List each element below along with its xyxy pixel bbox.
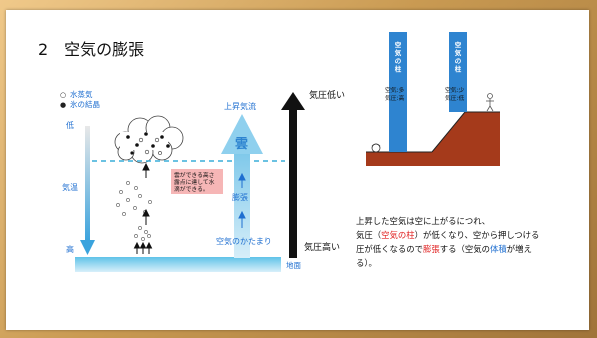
column-left-char-1: 空 [395, 40, 402, 49]
cloud-note-line-1: 雲ができる高さ [174, 171, 214, 179]
cloud-char: 雲 [235, 136, 248, 152]
pressure-high-label: 気圧高い [304, 241, 340, 253]
vapor-symbol: ○ [60, 91, 66, 99]
col-right-line-2: 気圧:低 [445, 94, 465, 102]
column-right-char-1: 空 [455, 40, 462, 49]
air-column-left-title: 空 気 の 柱 [395, 40, 402, 73]
column-right-char-4: 柱 [455, 64, 462, 73]
explanation-line-3: 圧が低くなるので膨張する（空気の体積が増え [356, 244, 532, 254]
air-column-right-title: 空 気 の 柱 [455, 40, 462, 73]
explanation-line-3-a: 圧が低くなるので [356, 244, 423, 254]
air-mass-label: 空気のかたまり [216, 236, 272, 246]
explanation-line-4: る）。 [356, 258, 377, 268]
cloud-note: 雲ができる高さ 露点に達して水 滴ができる。 [174, 171, 216, 193]
explanation-line-2: 気圧（空気の柱）が低くなり、空から押しつける [356, 230, 539, 240]
temp-axis-label: 気温 [62, 182, 78, 192]
ground-label: 地面 [286, 260, 301, 270]
cloud-note-line-2: 露点に達して水 [174, 178, 215, 186]
cloud-note-box [171, 169, 223, 194]
column-left-char-3: の [395, 57, 402, 65]
slide [6, 10, 589, 330]
rising-air-arrow [221, 114, 263, 258]
explanation-line-1: 上昇した空気は空に上がるにつれ、 [356, 216, 490, 226]
mountain-illustration [366, 111, 500, 166]
temp-high-label: 高 [66, 244, 74, 254]
cloud [114, 115, 184, 164]
rising-air-label: 上昇気流 [224, 101, 256, 111]
vapor-label: 水蒸気 [70, 89, 93, 99]
highlight-volume: 体積 [490, 244, 507, 254]
temp-low-label: 低 [66, 120, 74, 130]
ice-label: 氷の結晶 [70, 99, 100, 109]
column-right-char-3: の [455, 57, 462, 65]
ground-bar [75, 257, 281, 272]
explanation-line-4-text: る）。 [356, 258, 377, 268]
slide-title: 2 空気の膨張 [38, 40, 144, 59]
small-rising-arrows [133, 162, 153, 254]
ice-symbol: ● [60, 101, 66, 109]
column-right-char-2: 気 [455, 48, 462, 57]
highlight-air-column: 空気の柱 [381, 230, 415, 240]
person-right-icon [486, 93, 494, 112]
expand-label: 膨張 [232, 192, 248, 202]
col-left-line-2: 気圧:高 [385, 94, 405, 102]
legend: ○ 水蒸気 ● 氷の結晶 [60, 89, 100, 109]
column-left-char-4: 柱 [395, 64, 402, 73]
cloud-note-line-3: 滴ができる。 [174, 185, 209, 193]
explanation-line-2-a: 気圧（ [356, 230, 381, 240]
col-right-line-1: 空気:少 [445, 86, 465, 94]
pressure-low-label: 気圧低い [309, 89, 345, 101]
highlight-expand: 膨張 [423, 244, 440, 254]
explanation-line-1-text: 上昇した空気は空に上がるにつれ、 [356, 216, 490, 226]
explanation-line-3-c: する（空気の [440, 244, 490, 254]
person-left-icon [371, 143, 381, 153]
temperature-arrow [80, 126, 95, 255]
air-column-left [389, 32, 407, 152]
column-left-char-2: 気 [395, 48, 402, 57]
inner-arrows [238, 172, 246, 228]
explanation-line-2-c: ）が低くなり、空から押しつける [415, 230, 540, 240]
explanation-line-3-e: が増え [507, 244, 532, 254]
col-left-line-1: 空気:多 [385, 86, 405, 94]
air-column-right [449, 32, 467, 112]
pressure-arrow [281, 92, 305, 258]
